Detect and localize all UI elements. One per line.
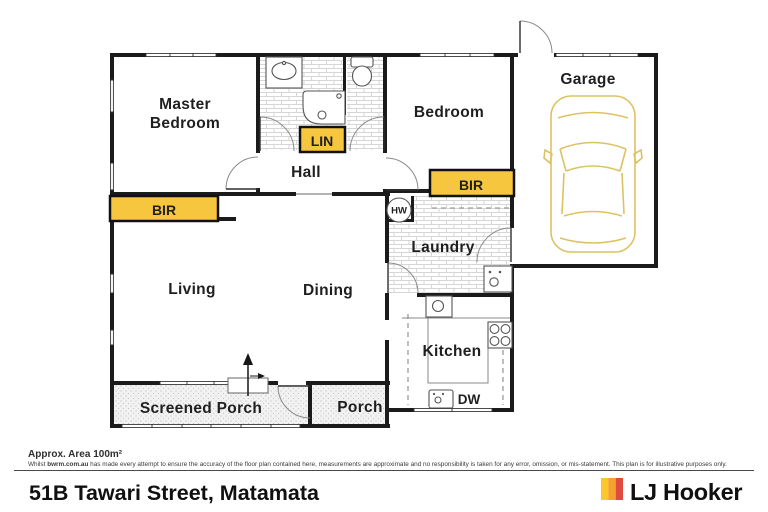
bir-master: BIR (108, 194, 220, 223)
garage-side-door (519, 20, 553, 54)
screened-porch-label: Screened Porch (140, 400, 262, 417)
window-master-left-1 (110, 79, 114, 113)
laundry-garage-door (476, 227, 512, 263)
window-garage-top (555, 53, 639, 57)
window-master-left-2 (110, 162, 114, 191)
room-labels: Master Bedroom Bedroom Garage Hall HW La… (140, 71, 616, 417)
living-label: Living (168, 281, 215, 298)
car-icon (543, 95, 643, 253)
kitchen-counters (402, 314, 510, 405)
bir-bedroom-label: BIR (459, 177, 483, 193)
logo-wordmark: LJ Hooker (630, 479, 742, 505)
laundry-dining-door (387, 262, 419, 294)
fixtures (265, 56, 513, 409)
dishwasher (428, 389, 454, 409)
garage-label: Garage (560, 71, 615, 88)
kitchen-label: Kitchen (423, 343, 482, 360)
window-living-bottom (159, 381, 266, 385)
window-screened-porch-bottom (121, 424, 301, 428)
dining-label: Dining (303, 282, 353, 299)
bir-bedroom: BIR (428, 168, 516, 198)
bathroom-door (259, 116, 295, 152)
laundry-label: Laundry (411, 239, 474, 256)
bedroom-label: Bedroom (414, 104, 484, 121)
window-living-left-2 (110, 329, 114, 346)
master-bedroom-door (225, 156, 259, 190)
disclaimer-site: bwrm.com.au (47, 461, 88, 468)
footer: Approx. Area 100m² Whilst bwrm.com.au ha… (14, 449, 754, 505)
porch-floor (312, 385, 385, 424)
window-kitchen-bottom (413, 408, 493, 412)
logo-stripe-orange (608, 478, 616, 500)
master-bedroom-label-line1: Master (159, 96, 211, 113)
shower (302, 90, 346, 125)
porch-label: Porch (337, 399, 382, 416)
north-arrow (227, 353, 269, 396)
disclaimer-prefix: Whilst (28, 461, 47, 468)
area-text: Approx. Area 100m² (28, 449, 123, 460)
bir-master-label: BIR (152, 202, 176, 218)
windows (110, 53, 639, 428)
highlight-boxes: LIN BIR BIR (108, 125, 516, 223)
stove-cooktop (487, 321, 513, 349)
hall-label: Hall (291, 164, 321, 181)
logo-stripe-red (615, 478, 623, 500)
disclaimer-rest: has made every attempt to ensure the acc… (88, 461, 727, 468)
lj-hooker-logo: LJ Hooker (601, 478, 743, 505)
window-master-top (145, 53, 217, 57)
window-living-left-1 (110, 273, 114, 294)
master-bedroom-label-line2: Bedroom (150, 115, 220, 132)
washing-machine (483, 265, 513, 293)
screened-porch-floor (114, 384, 308, 424)
disclaimer-text: Whilst bwrm.com.au has made every attemp… (28, 461, 727, 468)
address-title: 51B Tawari Street, Matamata (29, 481, 320, 505)
porch-door (277, 385, 311, 419)
window-bedroom-top (419, 53, 495, 57)
bedroom-door (385, 157, 419, 191)
hw-label: HW (391, 206, 407, 217)
linen-closet: LIN (298, 125, 347, 154)
bathroom-vanity (265, 56, 303, 89)
wc-door (349, 116, 385, 152)
kitchen-sink (425, 295, 453, 318)
linen-closet-label: LIN (311, 133, 334, 149)
toilet (350, 56, 374, 87)
hot-water-cylinder (386, 197, 412, 223)
dw-label: DW (458, 392, 481, 407)
logo-stripe-yellow (601, 478, 609, 500)
doors (225, 20, 553, 419)
